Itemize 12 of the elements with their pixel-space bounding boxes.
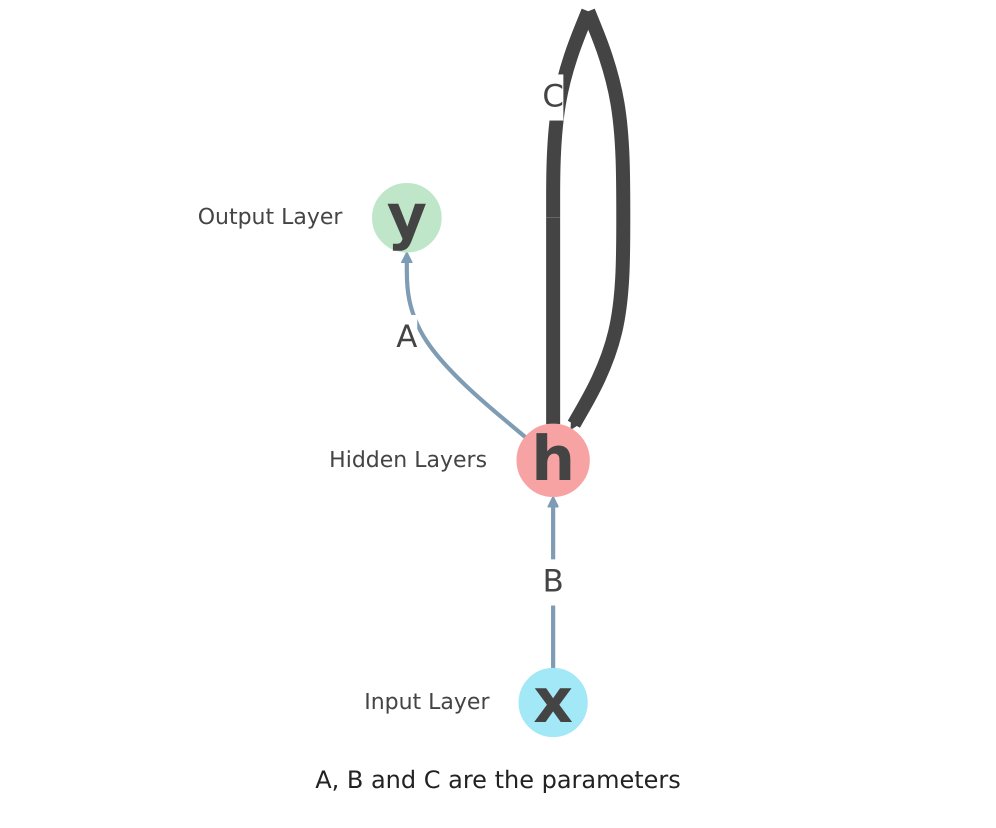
arrow — [546, 8, 630, 430]
circle-node: y — [372, 181, 442, 253]
arrow — [400, 251, 527, 439]
edge-label: B — [542, 564, 564, 600]
layer-label: Hidden Layers — [329, 448, 488, 473]
edge-label: C — [542, 80, 564, 115]
layer-label: Output Layer — [198, 205, 342, 230]
circle-node: x — [518, 666, 588, 738]
caption: A, B and C are the parameters — [314, 766, 682, 794]
layer-label: Input Layer — [364, 690, 490, 716]
edge-label: A — [396, 320, 418, 356]
circle-node: h — [516, 424, 590, 497]
